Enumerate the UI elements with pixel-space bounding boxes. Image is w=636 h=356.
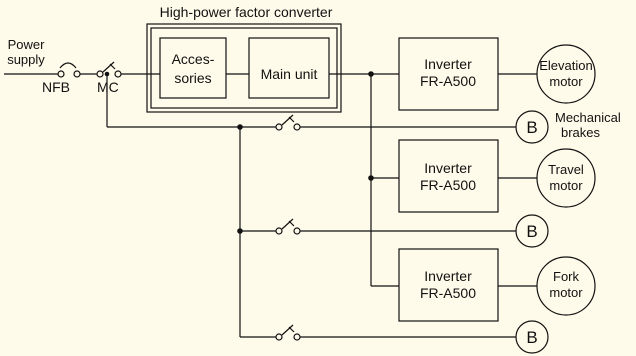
brake-symbol-2: B (526, 222, 537, 241)
power-supply-label-line2: supply (7, 52, 45, 67)
brakes-label-line1: Mechanical (555, 110, 621, 125)
inverter-label-1: Inverter (424, 56, 472, 72)
nfb-label: NFB (42, 79, 70, 95)
brake-symbol-1: B (526, 118, 537, 137)
converter-outer-frame (146, 23, 342, 113)
inverter-model-1: FR-A500 (420, 73, 476, 89)
inverter-box-3 (398, 248, 499, 322)
accessories-box (159, 37, 227, 99)
brake-circle-3 (515, 320, 549, 354)
accessories-label-line2: sories (174, 70, 211, 86)
fork-motor-label-line2: motor (549, 285, 583, 300)
converter-title: High-power factor converter (160, 4, 333, 20)
junction-dot (368, 71, 374, 77)
mc-label: MC (97, 79, 119, 95)
brake-circle-2 (515, 214, 549, 248)
travel-motor-circle (536, 148, 596, 208)
inverter-model-3: FR-A500 (420, 285, 476, 301)
main-unit-box (248, 37, 330, 99)
power-supply-label-line1: Power (8, 37, 46, 52)
inverter-label-3: Inverter (424, 268, 472, 284)
brake-switch-1-symbol (275, 114, 301, 131)
inverter-model-2: FR-A500 (420, 177, 476, 193)
travel-motor-label-line2: motor (549, 178, 583, 193)
brake-switch-3-symbol (275, 324, 301, 341)
mc-contactor-symbol (96, 61, 122, 78)
elevation-motor-circle (536, 44, 596, 104)
fork-motor-circle (536, 256, 596, 316)
inverter-box-2 (398, 139, 499, 213)
elevation-motor-label-line1: Elevation (539, 58, 592, 73)
travel-motor-label-line1: Travel (548, 162, 584, 177)
brake-switch-2-symbol (275, 218, 301, 235)
inverter-label-2: Inverter (424, 160, 472, 176)
brakes-label-line2: brakes (561, 125, 601, 140)
converter-inner-frame (150, 27, 338, 109)
fork-motor-label-line1: Fork (553, 269, 580, 284)
accessories-label-line1: Acces- (172, 51, 215, 67)
junction-dot (237, 124, 243, 130)
brake-circle-1 (515, 110, 549, 144)
brake-symbol-3: B (526, 328, 537, 347)
main-unit-label: Main unit (261, 66, 318, 82)
junction-dot (104, 71, 110, 77)
nfb-breaker-symbol (57, 62, 81, 78)
elevation-motor-label-line2: motor (549, 74, 583, 89)
